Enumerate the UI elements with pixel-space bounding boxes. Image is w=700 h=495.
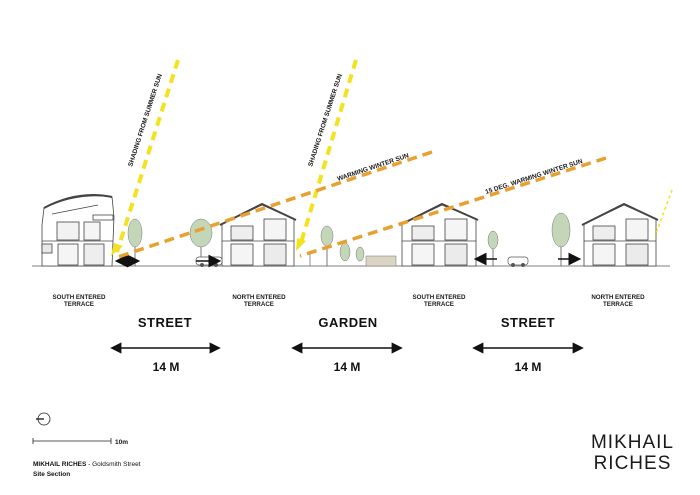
street-tree-2 xyxy=(189,218,213,266)
garden-shrubs xyxy=(309,242,397,267)
studio-logo: MIKHAIL RICHES xyxy=(591,432,674,474)
scale-bar xyxy=(32,438,112,444)
caption-drawing: Site Section xyxy=(33,471,71,478)
zone-label-garden: GARDEN xyxy=(318,315,377,330)
terrace-house-2 xyxy=(219,202,297,267)
logo-line-1: MIKHAIL xyxy=(590,432,674,453)
street-tree-4 xyxy=(551,212,571,266)
street-tree-3 xyxy=(487,230,499,266)
summer-sun-ray-2 xyxy=(298,59,358,247)
terrace-house-4 xyxy=(581,202,659,267)
dimension-label-1: 14 M xyxy=(153,360,180,374)
summer-sun-ray-3 xyxy=(654,189,673,237)
terrace-house-3 xyxy=(399,202,479,267)
scale-bar-label: 10m xyxy=(115,439,128,446)
winter-sun-ray-1 xyxy=(114,150,433,260)
winter-sun-ray-2 xyxy=(299,156,607,258)
summer-sun-ray-1-head xyxy=(111,243,123,256)
dimension-label-3: 14 M xyxy=(515,360,542,374)
street-tree-1 xyxy=(127,218,143,266)
dimension-label-2: 14 M xyxy=(334,360,361,374)
zone-label-street-1: STREET xyxy=(138,315,192,330)
caption-studio: MIKHAIL RICHES xyxy=(33,461,87,468)
winter-sun-label-2: 15 DEG. WARMING WINTER SUN xyxy=(484,158,583,196)
caption-title: MIKHAIL RICHES - Goldsmith Street xyxy=(33,461,141,468)
parked-car-2 xyxy=(507,256,529,267)
zone-label-street-2: STREET xyxy=(501,315,555,330)
summer-sun-ray-1 xyxy=(115,59,180,253)
caption-project: - Goldsmith Street xyxy=(86,461,141,468)
terrace-house-1 xyxy=(41,194,115,267)
logo-line-2: RICHES xyxy=(593,453,672,474)
parked-car-1 xyxy=(195,256,223,267)
summer-sun-ray-2-head xyxy=(296,238,306,251)
winter-sun-label-1: WARMING WINTER SUN xyxy=(336,152,410,183)
north-symbol xyxy=(36,412,51,426)
